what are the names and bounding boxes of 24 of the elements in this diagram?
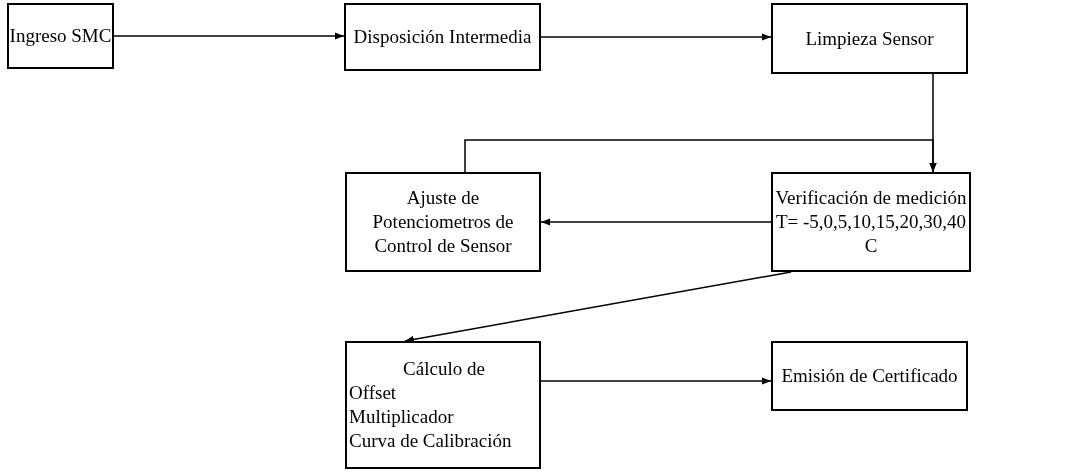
process-box bbox=[345, 341, 541, 469]
box-text: Curva de Calibración bbox=[348, 429, 513, 453]
arrow bbox=[540, 33, 772, 41]
box-text: Multiplicador bbox=[348, 405, 455, 429]
box-text: Disposición Intermedia bbox=[353, 25, 532, 49]
box-text: Verificación de medición bbox=[775, 186, 967, 210]
process-box bbox=[771, 341, 968, 411]
box-text: T= -5,0,5,10,15,20,30,40 C bbox=[774, 210, 968, 258]
arrow bbox=[404, 271, 792, 343]
box-text: Cálculo de bbox=[402, 357, 486, 381]
box-text: Emisión de Certificado bbox=[781, 364, 958, 388]
arrow bbox=[464, 139, 937, 173]
process-box bbox=[344, 3, 541, 71]
process-box bbox=[7, 3, 114, 69]
box-text: Ajuste de Potenciometros de Control de Sensor bbox=[371, 186, 515, 258]
arrow bbox=[113, 32, 345, 40]
arrow bbox=[540, 218, 772, 226]
box-text: Limpieza Sensor bbox=[805, 26, 934, 51]
arrow bbox=[540, 377, 772, 385]
process-box bbox=[771, 3, 968, 74]
process-box bbox=[345, 172, 541, 272]
process-box bbox=[771, 172, 971, 272]
box-text: Offset bbox=[348, 381, 398, 405]
box-text: Ingreso SMC bbox=[9, 24, 112, 48]
